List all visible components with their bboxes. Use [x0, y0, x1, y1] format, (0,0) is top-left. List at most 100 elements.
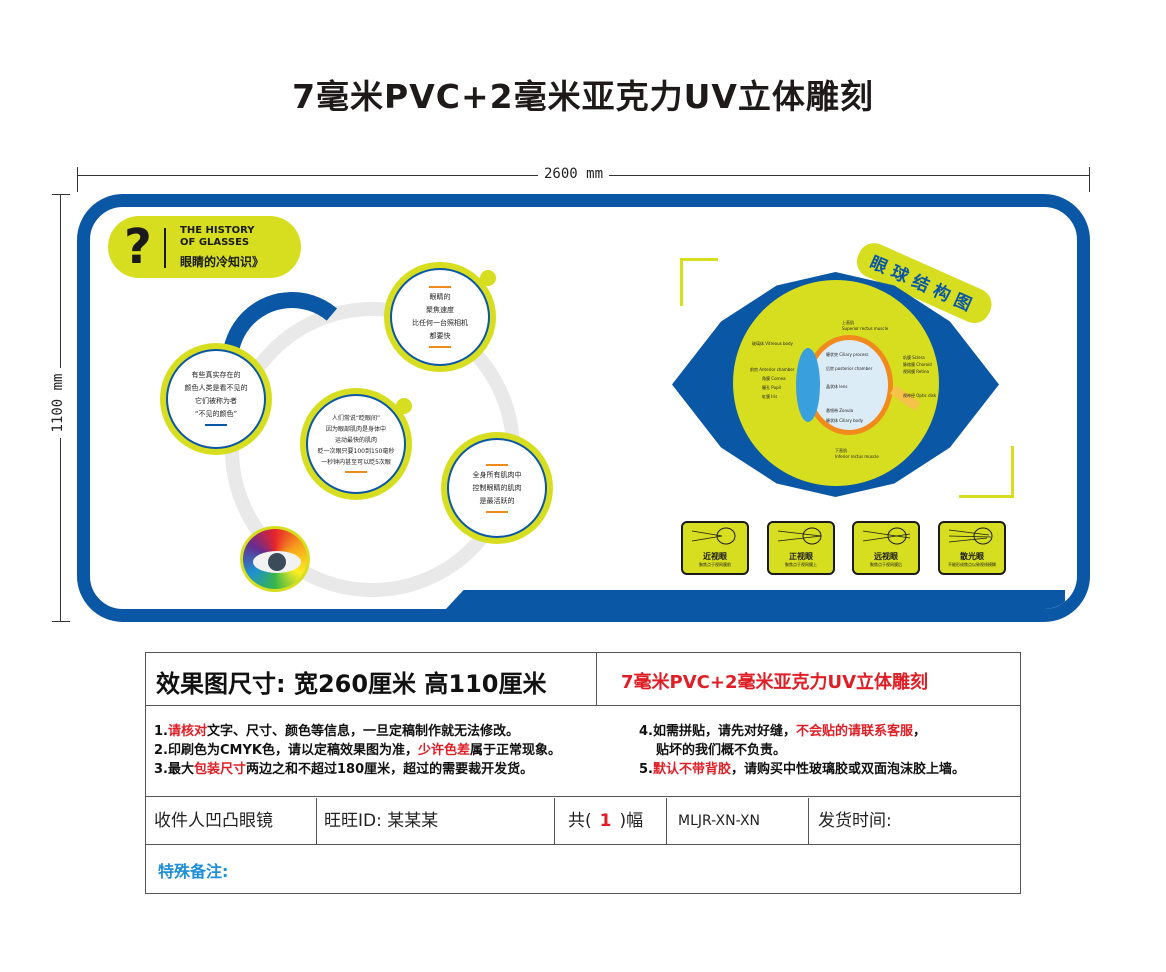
width-dimension-label: 2600 mm: [538, 166, 610, 182]
history-badge-chinese: 眼睛的冷知识》: [180, 255, 265, 269]
board-bottom-strip: [445, 590, 1065, 609]
eye-label: 睫状体 Ciliary body: [826, 418, 864, 423]
note-4-continued: 贴坏的我们概不负责。: [656, 742, 786, 759]
fact-line: 一秒钟内甚至可以眨5次眼: [321, 458, 391, 466]
fact-line: 眼睛的: [429, 293, 451, 301]
fact-bubble-active-muscle: 全身所有肌肉中 控制眼睛的肌肉 是最活跃的: [441, 432, 553, 544]
vision-card-subtitle: 聚焦点于视网膜前: [699, 562, 731, 567]
note-text: 贴坏的我们概不负责。: [656, 743, 787, 758]
eye-label: 睫状突 Ciliary process: [826, 352, 869, 357]
note-1: 1.请核对文字、尺寸、颜色等信息，一旦定稿制作就无法修改。: [154, 723, 519, 740]
cell-divider: [808, 798, 809, 844]
product-code-cell: MLJR-XN-XN: [678, 813, 761, 829]
width-dimension-tick-right: [1089, 167, 1090, 192]
eye-label: 前房 Anterior chamber: [750, 367, 795, 372]
note-3: 3.最大包装尺寸两边之和不超过180厘米，超过的需要裁开发货。: [154, 761, 533, 778]
eye-label: Inferior rectus muscle: [835, 454, 879, 459]
note-4: 4.如需拼贴，请先对好缝，不会贴的请联系客服，: [639, 723, 926, 740]
cell-divider: [554, 798, 555, 844]
note-text: 文字、尺寸、颜色等信息，一旦定稿制作就无法修改。: [207, 724, 520, 739]
fact-line: 因为眼部肌肉是身体中: [325, 425, 386, 433]
eye-label: Superior rectus muscle: [842, 326, 889, 331]
history-badge: [108, 216, 301, 278]
fact-divider-bar: [486, 510, 508, 513]
fact-bubble-content: 人们常说“眨眼间” 因为眼部肌肉是身体中 运动最快的肌肉 眨一次眼只要100到1…: [306, 394, 406, 494]
vision-card-myopia: 近视眼 聚焦点于视网膜前: [681, 521, 749, 575]
count-cell: 共(1)幅: [568, 798, 643, 844]
fact-accent-dot: [396, 398, 412, 414]
vision-card-subtitle: 聚焦点于视网膜上: [785, 562, 817, 567]
fact-divider-bar: [429, 286, 451, 288]
size-label: 效果图尺寸: 宽260厘米 高110厘米: [156, 670, 547, 698]
note-highlight: 请核对: [167, 724, 207, 739]
fact-line: 控制眼睛的肌肉: [472, 483, 522, 492]
note-2: 2.印刷色为CMYK色，请以定稿效果图为准，少许色差属于正常现象。: [154, 742, 561, 759]
info-row-shipping: 收件人凹凸眼镜 旺旺ID: 某某某 共(1)幅 MLJR-XN-XN 发货时间:: [146, 798, 1020, 845]
ship-time-cell: 发货时间:: [818, 811, 892, 831]
colorful-eye-photo: [240, 526, 310, 592]
note-text: 属于正常现象。: [469, 743, 561, 758]
eye-photo-iris: [268, 553, 286, 571]
badge-divider: [164, 228, 166, 268]
width-dimension-tick-left: [77, 167, 78, 192]
eye-label: 上直肌: [842, 320, 854, 325]
fact-line: 它们被称为者: [195, 397, 237, 405]
fact-line: 全身所有肌肉中: [472, 470, 522, 479]
note-text: ，: [913, 724, 927, 739]
vision-card-label: 散光眼: [960, 552, 984, 561]
hyperopia-eye-icon: [862, 527, 911, 545]
fact-line: 聚焦速度: [426, 306, 454, 314]
vision-card-subtitle: 聚焦点于视网膜后: [870, 562, 902, 567]
info-row-size: 效果图尺寸: 宽260厘米 高110厘米 7毫米PVC+2毫米亚克力UV立体雕刻: [146, 653, 1020, 706]
vision-card-subtitle: 不能形成焦点以致视线模糊: [948, 562, 996, 567]
fact-line: 都要快: [429, 332, 451, 340]
fact-line: 比任何一台照相机: [412, 319, 468, 327]
note-text: ，请购买中性玻璃胶或双面泡沫胶上墙。: [731, 762, 966, 777]
fact-bubble-blink: 人们常说“眨眼间” 因为眼部肌肉是身体中 运动最快的肌肉 眨一次眼只要100到1…: [300, 388, 412, 500]
count-prefix: 共(: [568, 811, 592, 831]
myopia-eye-icon: [691, 527, 736, 545]
fact-divider-bar: [205, 424, 227, 426]
eye-label: 后房 posterior chamber: [826, 366, 873, 371]
height-dimension-label: 1100 mm: [50, 368, 66, 438]
corner-accent-bottom-right: [959, 446, 1014, 498]
normal-eye-icon: [777, 527, 822, 545]
eye-label: 玻璃体 Vitreous body: [752, 341, 793, 346]
order-info-table: 效果图尺寸: 宽260厘米 高110厘米 7毫米PVC+2毫米亚克力UV立体雕刻…: [145, 652, 1021, 894]
eye-label: 巩膜 Sclera: [903, 355, 925, 360]
vision-card-normal: 正视眼 聚焦点于视网膜上: [767, 521, 835, 575]
note-highlight: 包装尺寸: [193, 762, 246, 777]
eye-label: 晶状体 lens: [826, 384, 848, 389]
fact-line: 人们常说“眨眼间”: [331, 414, 381, 422]
fact-line: 眨一次眼只要100到150毫秒: [317, 447, 395, 455]
eye-label: 悬韧带 Zonula: [826, 408, 854, 413]
history-badge-english: THE HISTORY OF GLASSES: [180, 225, 255, 248]
astigmatism-eye-icon: [948, 527, 993, 545]
note-highlight: 不会贴的请联系客服: [795, 724, 913, 739]
eye-label: 脉络膜 Choroid: [903, 362, 932, 367]
fact-divider-bar: [345, 470, 367, 473]
note-highlight: 少许色差: [417, 743, 470, 758]
eye-label: 视网膜 Retina: [903, 369, 929, 374]
note-text: 2.印刷色为CMYK色，请以定稿效果图为准，: [154, 743, 418, 758]
special-note-label: 特殊备注:: [158, 862, 229, 881]
fact-divider-bar: [429, 346, 451, 348]
eye-label: 虹膜 Iris: [762, 394, 778, 399]
eye-label: 下直肌: [835, 448, 847, 453]
note-5: 5.默认不带背胶，请购买中性玻璃胶或双面泡沫胶上墙。: [639, 761, 965, 778]
eye-label: 瞳孔 Pupil: [762, 385, 781, 390]
fact-bubble-content: 全身所有肌肉中 控制眼睛的肌肉 是最活跃的: [447, 438, 547, 538]
fact-line: 是最活跃的: [479, 496, 515, 505]
note-highlight: 默认不带背胶: [652, 762, 731, 777]
fact-bubble-invisible-colors: 有些真实存在的 颜色人类是看不见的 它们被称为者 “不见的颜色”: [160, 343, 272, 455]
fact-accent-dot: [480, 270, 496, 286]
note-text: 两边之和不超过180厘米，超过的需要裁开发货。: [246, 762, 534, 777]
fact-line: “不见的颜色”: [194, 410, 238, 418]
fact-divider-bar: [486, 463, 508, 466]
note-text: 5.: [639, 762, 653, 777]
fact-line: 颜色人类是看不见的: [184, 384, 248, 392]
note-text: 3.最大: [154, 762, 194, 777]
eye-label: 视神经 Optic disk: [903, 393, 937, 398]
count-suffix: )幅: [619, 811, 644, 831]
note-text: 4.如需拼贴，请先对好缝，: [639, 724, 796, 739]
